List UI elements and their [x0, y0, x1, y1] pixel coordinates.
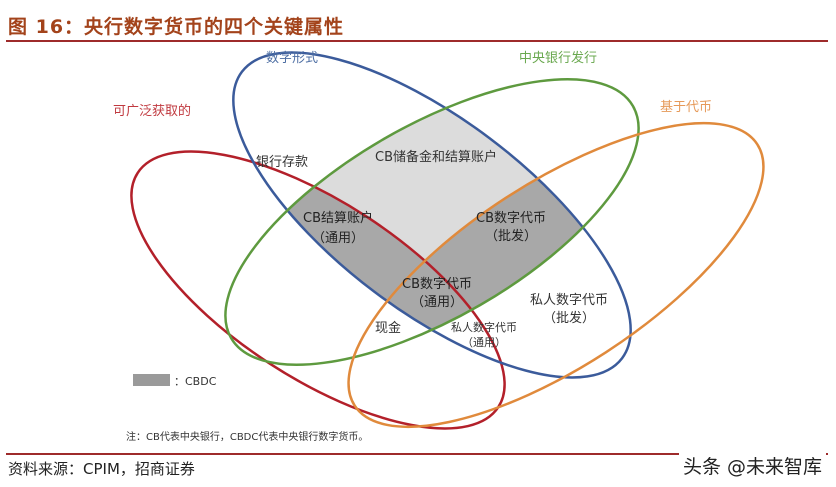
title-divider — [6, 40, 828, 42]
region-label-private-token-general-sub: （通用） — [462, 336, 506, 349]
region-label-cash: 现金 — [375, 320, 401, 336]
set-label-digital: 数字形式 — [266, 51, 318, 66]
set-label-token: 基于代币 — [660, 100, 712, 115]
region-label-cb-settlement-sub: （通用） — [312, 231, 364, 246]
set-cb-issued-outline — [224, 78, 640, 366]
figure-title: 图 16：央行数字货币的四个关键属性 — [8, 16, 345, 38]
watermark: 头条 @未来智库 — [678, 452, 826, 479]
legend-label-cbdc: ：CBDC — [174, 375, 217, 388]
set-label-accessible: 可广泛获取的 — [113, 103, 191, 119]
region-label-bank-deposits: 银行存款 — [256, 155, 308, 170]
region-label-private-token-wholesale: 私人数字代币 — [530, 293, 608, 308]
region-label-cb-token-wholesale: CB数字代币 — [476, 211, 546, 226]
footer-divider — [6, 453, 828, 455]
diagram-note: 注：CB代表中央银行，CBDC代表中央银行数字货币。 — [126, 430, 368, 443]
set-label-cb-issued: 中央银行发行 — [519, 50, 597, 66]
region-label-cb-token-general: CB数字代币 — [402, 277, 472, 292]
region-label-private-token-general: 私人数字代币 — [451, 320, 517, 334]
region-label-cb-reserves: CB储备金和结算账户 — [375, 149, 497, 165]
region-label-cb-token-wholesale-sub: （批发） — [485, 228, 537, 244]
region-label-cb-token-general-sub: （通用） — [411, 295, 463, 310]
region-label-cb-settlement: CB结算账户 — [303, 210, 373, 226]
set-token-outline — [347, 121, 765, 429]
legend-swatch-cbdc — [133, 374, 170, 386]
set-digital-outline — [232, 51, 632, 379]
region-label-private-token-wholesale-sub: （批发） — [543, 310, 595, 326]
source-citation: 资料来源：CPIM，招商证券 — [8, 460, 195, 478]
